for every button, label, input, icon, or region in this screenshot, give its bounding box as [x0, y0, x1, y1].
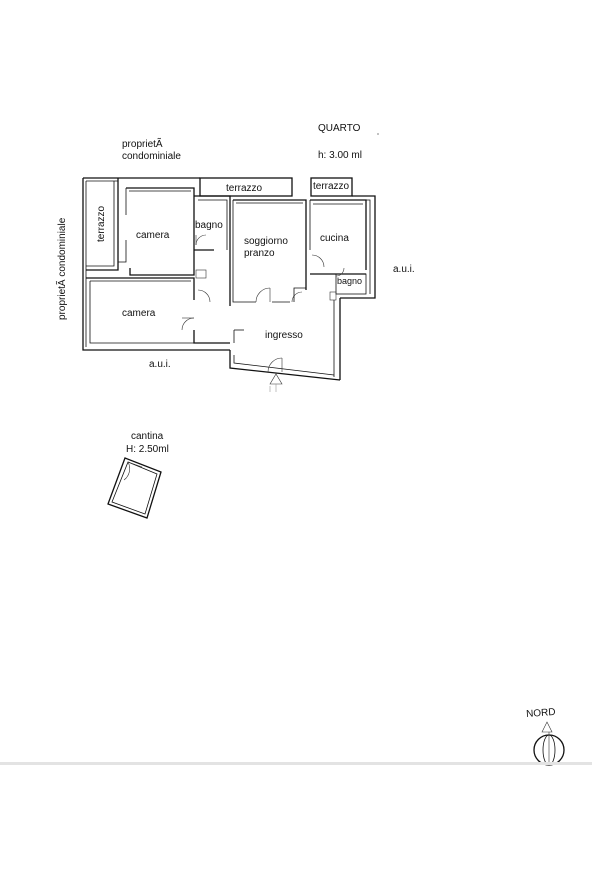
room-camera-1: camera	[118, 187, 195, 276]
outer-walls	[82, 177, 376, 381]
cucina-label: cucina	[320, 233, 349, 244]
room-camera-2: camera	[86, 277, 230, 344]
aui-right-label: a.u.i.	[393, 264, 415, 275]
bagno-2-label: bagno	[337, 276, 362, 286]
cantina-label-line2: H: 2.50ml	[126, 444, 169, 455]
floor-title: QUARTO	[318, 123, 361, 134]
terrazzo-left-label: terrazzo	[96, 205, 107, 242]
proprieta-top-line1: proprietÃ	[122, 137, 163, 150]
proprieta-left: proprietÃ condominiale	[55, 217, 68, 320]
page-divider	[0, 762, 592, 765]
soggiorno-label-line2: pranzo	[244, 248, 275, 259]
floor-height: h: 3.00 ml	[318, 150, 362, 161]
north-arrow-icon	[541, 721, 553, 733]
terrazzo-left: terrazzo	[86, 178, 119, 271]
soggiorno-label-line1: soggiorno	[244, 236, 288, 247]
room-ingresso: ingresso	[233, 287, 306, 392]
aui-bottom-label: a.u.i.	[149, 359, 171, 370]
room-bagno-2: bagno	[329, 267, 367, 301]
cantina: cantina H: 2.50ml	[107, 431, 169, 519]
room-cucina: cucina	[309, 199, 367, 275]
nord-label: NORD	[526, 707, 556, 720]
terrazzo-top-label: terrazzo	[226, 183, 263, 194]
ingresso-label: ingresso	[265, 330, 303, 341]
room-bagno-1: bagno	[194, 195, 231, 306]
north-compass: NORD	[526, 707, 565, 766]
proprieta-top-line2: condominiale	[122, 151, 181, 162]
bagno-1-label: bagno	[195, 220, 223, 231]
camera-2-label: camera	[122, 308, 156, 319]
camera-1-label: camera	[136, 230, 170, 241]
cantina-label-line1: cantina	[131, 431, 164, 442]
terrazzo-right-label: terrazzo	[313, 181, 350, 192]
room-soggiorno: soggiorno pranzo	[232, 199, 307, 303]
